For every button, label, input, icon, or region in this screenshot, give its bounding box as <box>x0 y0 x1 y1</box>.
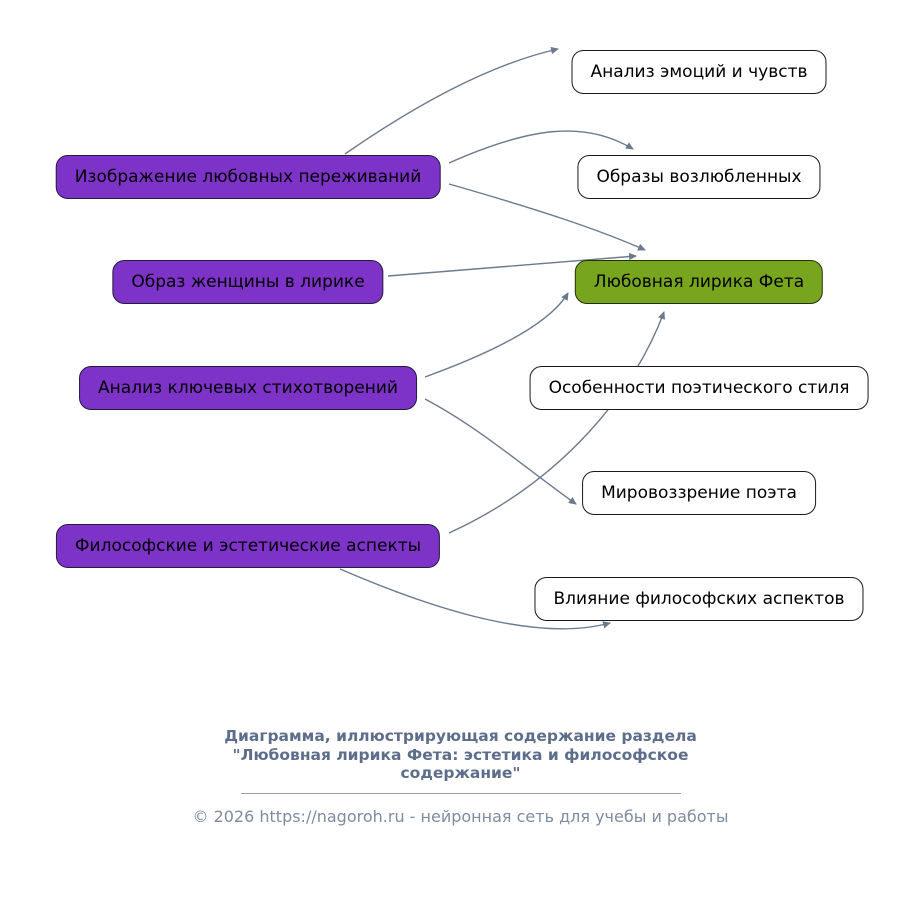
node-poet-worldview: Мировоззрение поэта <box>582 471 816 515</box>
node-woman-image: Образ женщины в лирике <box>112 260 384 304</box>
node-fet-love-lyrics: Любовная лирика Фета <box>574 260 824 304</box>
edge-key-poems-to-poet-worldview <box>424 398 577 505</box>
edge-love-experiences-to-emotions-analysis <box>344 46 559 155</box>
footer-divider <box>240 792 681 794</box>
edge-philosophy-aesthetics-to-fet-love-lyrics <box>448 311 666 534</box>
node-love-experiences: Изображение любовных переживаний <box>55 155 441 199</box>
node-philosophy-influence: Влияние философских аспектов <box>534 577 864 621</box>
edge-love-experiences-to-fet-love-lyrics <box>448 183 646 251</box>
edge-key-poems-to-fet-love-lyrics <box>424 292 569 378</box>
edge-woman-image-to-fet-love-lyrics <box>387 252 637 277</box>
node-key-poems: Анализ ключевых стихотворений <box>79 366 417 410</box>
copyright-text: © 2026 https://nagoroh.ru - нейронная се… <box>192 806 729 826</box>
node-poetic-style: Особенности поэтического стиля <box>529 366 869 410</box>
edge-philosophy-aesthetics-to-philosophy-influence <box>339 568 611 630</box>
edge-love-experiences-to-beloved-images <box>448 130 634 164</box>
node-beloved-images: Образы возлюбленных <box>577 155 821 199</box>
node-philosophy-aesthetics: Философские и эстетические аспекты <box>55 524 441 568</box>
node-emotions-analysis: Анализ эмоций и чувств <box>571 50 827 94</box>
diagram-footer: Диаграмма, иллюстрирующая содержание раз… <box>0 727 921 826</box>
diagram-caption: Диаграмма, иллюстрирующая содержание раз… <box>224 727 697 782</box>
